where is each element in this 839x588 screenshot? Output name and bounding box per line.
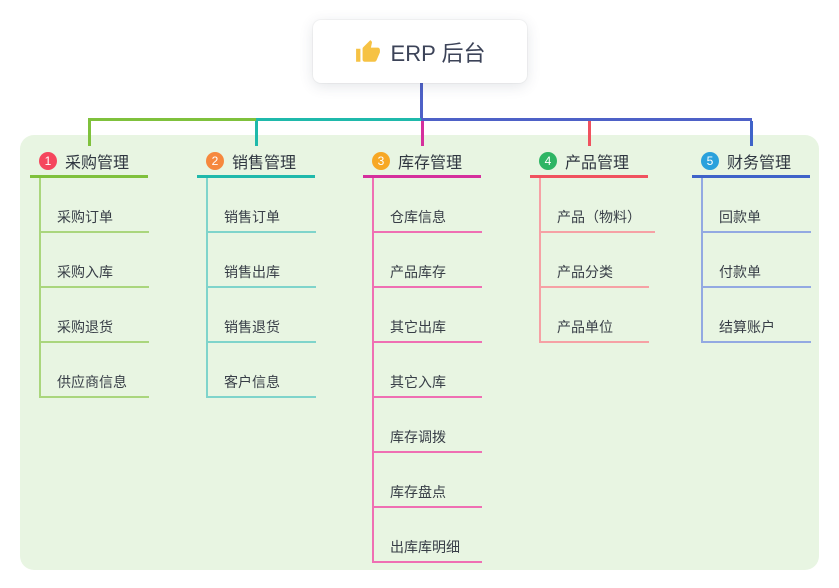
child-node[interactable]: 结算账户 xyxy=(701,288,811,343)
branch-trunk-line xyxy=(206,178,208,398)
branch-underline xyxy=(197,175,315,178)
branch-label: 销售管理 xyxy=(232,154,297,172)
branch-number-badge: 2 xyxy=(206,151,224,170)
child-node[interactable]: 供应商信息 xyxy=(39,343,149,398)
branch-sales: 2 销售管理 销售订单 销售出库 销售退货 客户信息 xyxy=(197,146,361,398)
branch-finance: 5 财务管理 回款单 付款单 结算账户 xyxy=(692,146,839,343)
root-node[interactable]: ERP 后台 xyxy=(313,20,527,83)
branch-trunk-line xyxy=(39,178,41,398)
branch-number-badge: 5 xyxy=(701,151,719,170)
child-node[interactable]: 库存调拨 xyxy=(372,398,482,453)
child-node[interactable]: 采购退货 xyxy=(39,288,149,343)
connector-horizontal-teal xyxy=(256,118,422,121)
child-node[interactable]: 销售出库 xyxy=(206,233,316,288)
connector-drop-sales xyxy=(255,121,258,146)
branch-inventory: 3 库存管理 仓库信息 产品库存 其它出库 其它入库 库存调拨 库存盘点 出库库… xyxy=(363,146,527,563)
branch-number-badge: 1 xyxy=(39,151,57,170)
child-node[interactable]: 产品单位 xyxy=(539,288,649,343)
child-node[interactable]: 客户信息 xyxy=(206,343,316,398)
child-node[interactable]: 其它入库 xyxy=(372,343,482,398)
child-node[interactable]: 销售退货 xyxy=(206,288,316,343)
branch-trunk-line xyxy=(372,178,374,563)
child-node[interactable]: 库存盘点 xyxy=(372,453,482,508)
branch-number-badge: 4 xyxy=(539,151,557,170)
connector-drop-purchase xyxy=(88,121,91,146)
canvas-panel xyxy=(20,135,819,570)
branch-header-finance[interactable]: 5 财务管理 xyxy=(692,146,839,175)
child-node[interactable]: 产品库存 xyxy=(372,233,482,288)
root-label: ERP 后台 xyxy=(390,40,486,66)
branch-label: 财务管理 xyxy=(727,154,792,172)
connector-drop-finance xyxy=(750,121,753,146)
child-node[interactable]: 销售订单 xyxy=(206,178,316,233)
branch-number-badge: 3 xyxy=(372,151,390,170)
connector-horizontal-blue xyxy=(421,118,752,121)
connector-drop-product xyxy=(588,121,591,146)
branch-header-product[interactable]: 4 产品管理 xyxy=(530,146,694,175)
child-node[interactable]: 付款单 xyxy=(701,233,811,288)
branch-purchase: 1 采购管理 采购订单 采购入库 采购退货 供应商信息 xyxy=(30,146,194,398)
child-node[interactable]: 采购入库 xyxy=(39,233,149,288)
child-node[interactable]: 产品分类 xyxy=(539,233,649,288)
connector-drop-inventory xyxy=(421,121,424,146)
thumbs-up-icon xyxy=(355,39,381,65)
branch-underline xyxy=(692,175,810,178)
branch-underline xyxy=(363,175,481,178)
branch-underline xyxy=(30,175,148,178)
branch-label: 库存管理 xyxy=(398,154,463,172)
branch-trunk-line xyxy=(539,178,541,343)
branch-header-sales[interactable]: 2 销售管理 xyxy=(197,146,361,175)
branch-label: 产品管理 xyxy=(565,154,630,172)
connector-root-vertical xyxy=(420,83,423,121)
branch-header-inventory[interactable]: 3 库存管理 xyxy=(363,146,527,175)
child-node[interactable]: 回款单 xyxy=(701,178,811,233)
child-node[interactable]: 采购订单 xyxy=(39,178,149,233)
child-node[interactable]: 仓库信息 xyxy=(372,178,482,233)
connector-horizontal-green xyxy=(88,118,257,121)
child-node[interactable]: 出库库明细 xyxy=(372,508,482,563)
branch-underline xyxy=(530,175,648,178)
branch-product: 4 产品管理 产品（物料） 产品分类 产品单位 xyxy=(530,146,694,343)
branch-header-purchase[interactable]: 1 采购管理 xyxy=(30,146,194,175)
branch-label: 采购管理 xyxy=(65,154,130,172)
child-node[interactable]: 产品（物料） xyxy=(539,178,655,233)
child-node[interactable]: 其它出库 xyxy=(372,288,482,343)
branch-trunk-line xyxy=(701,178,703,343)
